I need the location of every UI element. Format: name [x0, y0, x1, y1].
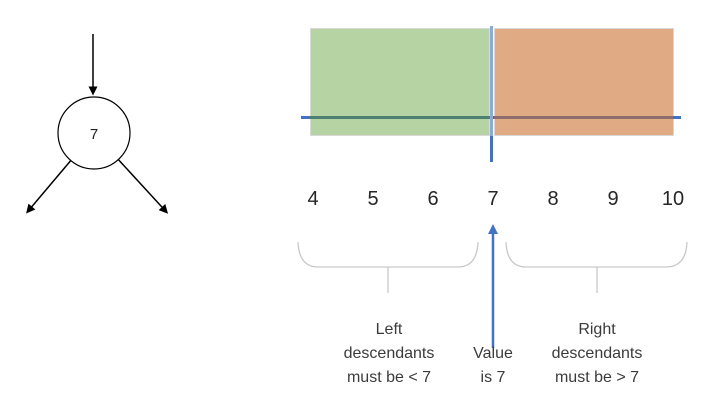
left-caption-line-3: must be < 7 — [346, 369, 432, 386]
left-caption-line-2: descendants — [343, 345, 435, 362]
pivot-caption-line-2: is 7 — [480, 369, 506, 386]
axis-line-right-tip — [673, 116, 681, 119]
tick-label-6: 6 — [427, 188, 439, 210]
pivot-caption-line-1: Value — [473, 345, 513, 362]
tick-label-4: 4 — [307, 188, 319, 210]
tick-label-8: 8 — [547, 188, 559, 210]
left-caption-line-1: Left — [375, 321, 403, 338]
right-caption-line-3: must be > 7 — [554, 369, 640, 386]
axis-line-left-tip — [301, 116, 310, 119]
axis-line-green-segment — [310, 116, 490, 119]
pivot-value-caption: Value is 7 — [453, 342, 533, 390]
pivot-vertical-line-upper — [490, 26, 493, 136]
right-caption-line-2: descendants — [551, 345, 643, 362]
right-caption-line-1: Right — [578, 321, 616, 338]
tree-node-circle — [57, 96, 131, 170]
left-descendants-caption: Left descendants must be < 7 — [324, 318, 454, 390]
range-underbraces — [297, 241, 688, 293]
right-descendants-caption: Right descendants must be > 7 — [532, 318, 662, 390]
left-child-edge-arrow — [26, 160, 72, 214]
tick-label-7: 7 — [487, 188, 499, 210]
right-underbrace — [505, 241, 688, 268]
left-underbrace — [297, 241, 479, 268]
tree-node-value: 7 — [90, 126, 98, 143]
tick-label-9: 9 — [607, 188, 619, 210]
pivot-vertical-line-lower — [490, 136, 493, 162]
tick-label-10: 10 — [661, 188, 685, 210]
tree-node-sketch: 7 — [26, 34, 169, 214]
axis-line-orange-segment — [494, 116, 673, 119]
right-child-edge-arrow — [117, 159, 169, 214]
number-line: 4 5 6 7 8 9 10 — [283, 188, 703, 211]
tick-label-5: 5 — [367, 188, 379, 210]
